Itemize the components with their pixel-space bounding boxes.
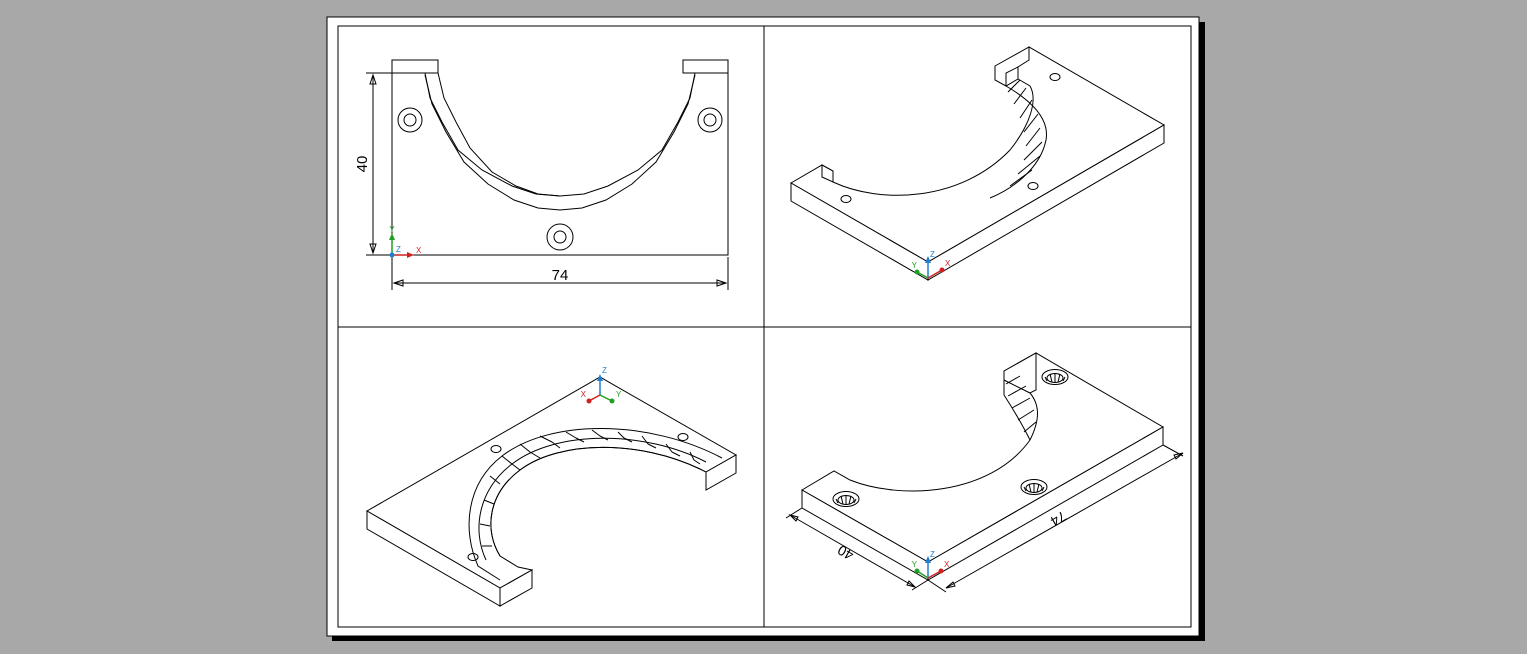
ucs-y-label: Y xyxy=(389,225,395,234)
iso-view-dimensioned[interactable]: 40 74 Z X Y xyxy=(785,352,1184,593)
mounting-hole xyxy=(697,107,723,133)
iso-groove-outer xyxy=(490,446,701,557)
ucs-y-label: Y xyxy=(616,390,622,399)
dimension-width-label-iso: 74 xyxy=(1048,508,1070,530)
mounting-hole xyxy=(1027,182,1039,190)
mounting-hole xyxy=(546,223,574,251)
iso-groove xyxy=(1003,371,1031,441)
dimension-height-label: 40 xyxy=(354,156,371,173)
iso-top-face xyxy=(790,46,1165,263)
iso-view-ne[interactable]: Z X Y xyxy=(790,46,1165,281)
iso-groove-hatch xyxy=(1005,375,1037,433)
ucs-x-label: X xyxy=(945,259,951,268)
ucs-y-label: Y xyxy=(912,560,918,569)
dimension-width: 74 xyxy=(391,257,729,290)
mounting-hole-inner xyxy=(403,113,417,127)
dimension-width-label: 74 xyxy=(552,267,569,284)
iso-tab-edge xyxy=(1005,66,1019,86)
top-view-groove-outer xyxy=(424,74,696,211)
dimension-width-iso: 74 xyxy=(927,444,1184,593)
mounting-hole xyxy=(397,107,423,133)
ucs-x-label: X xyxy=(416,246,422,255)
iso-side-face xyxy=(499,569,533,607)
top-view-outline xyxy=(391,59,729,256)
iso-groove-inner xyxy=(468,428,723,581)
iso-groove-hatch xyxy=(479,429,701,547)
ucs-z-label: Z xyxy=(602,366,607,375)
top-view-groove-inner xyxy=(437,72,561,197)
mounting-hole xyxy=(490,445,502,453)
ucs-icon: Z X Y xyxy=(912,250,951,279)
ucs-x-label: X xyxy=(581,390,587,399)
mounting-hole xyxy=(677,433,689,441)
mounting-hole-inner xyxy=(703,113,717,127)
dimension-height: 40 xyxy=(354,72,392,256)
iso-groove-mid xyxy=(478,437,707,561)
mounting-hole xyxy=(467,553,479,561)
ucs-icon: Z X Y xyxy=(912,550,950,579)
dimension-height-iso: 40 xyxy=(785,507,929,591)
ucs-z-label: Z xyxy=(930,550,935,559)
counterbore-hole xyxy=(832,491,860,507)
iso-groove-hatch xyxy=(1007,79,1043,187)
ucs-x-label: X xyxy=(944,560,950,569)
counterbore-hole xyxy=(1020,479,1048,495)
mounting-hole xyxy=(1049,73,1061,81)
iso-side-face xyxy=(705,454,737,491)
dimension-height-label-iso: 40 xyxy=(835,542,857,564)
mounting-hole-inner xyxy=(553,230,567,244)
iso-tab xyxy=(821,164,834,183)
ucs-z-label: Z xyxy=(396,245,401,254)
iso-view-sw[interactable]: Z X Y xyxy=(365,366,738,607)
ucs-icon: Z X Y xyxy=(581,366,622,404)
ucs-icon: Y X Z xyxy=(389,225,422,258)
iso-groove xyxy=(989,85,1047,199)
top-view[interactable]: 40 74 Y X Z xyxy=(354,59,729,290)
iso-tab xyxy=(994,46,1030,87)
ucs-y-label: Y xyxy=(912,261,918,270)
mounting-hole xyxy=(840,195,852,203)
ucs-z-label: Z xyxy=(930,250,935,259)
counterbore-hole xyxy=(1041,369,1069,385)
